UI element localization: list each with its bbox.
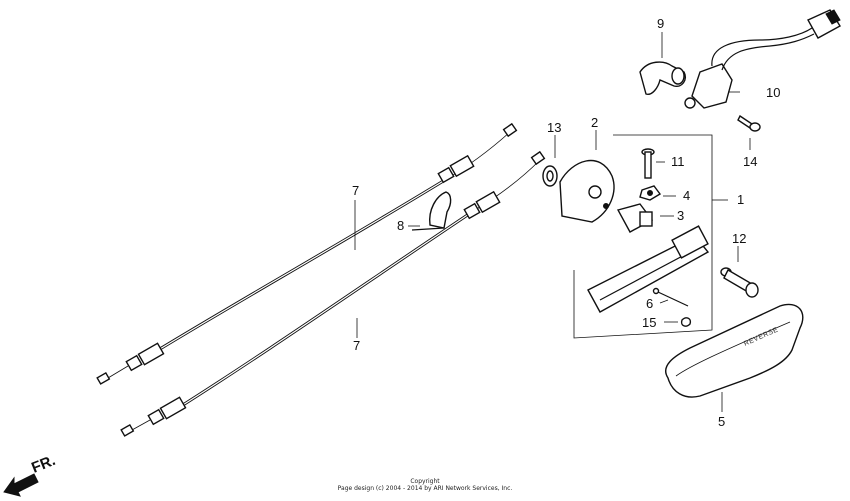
callout-3: 3 (677, 208, 684, 223)
callout-2: 2 (591, 115, 598, 130)
callout-11: 11 (671, 154, 685, 169)
pin[interactable] (652, 287, 689, 307)
callout-13: 13 (547, 120, 561, 135)
callout-7-lower: 7 (353, 338, 360, 353)
callout-5: 5 (718, 414, 725, 429)
copyright-line-1: Copyright (410, 478, 440, 485)
shoulder-bolt[interactable] (720, 267, 759, 298)
bolt[interactable] (641, 148, 655, 179)
callout-8: 8 (397, 218, 404, 233)
callout-14: 14 (743, 154, 757, 169)
screw[interactable] (737, 114, 761, 132)
clip[interactable] (680, 317, 692, 327)
switch-assembly[interactable] (684, 9, 841, 109)
switch-bracket[interactable] (639, 61, 686, 95)
callout-1: 1 (737, 192, 744, 207)
direction-label: FR. (29, 452, 58, 477)
throttle-cable-upper[interactable] (96, 122, 518, 385)
front-arrow-icon (3, 473, 39, 497)
collar[interactable] (616, 203, 654, 233)
throttle-lever[interactable] (587, 225, 710, 313)
callout-4: 4 (683, 188, 690, 203)
callout-15: 15 (642, 315, 656, 330)
copyright-line-2: Page design (c) 2004 - 2014 by ARI Netwo… (337, 485, 513, 492)
throttle-cable-lower[interactable] (120, 150, 546, 437)
lever-grip[interactable]: REVERSE (665, 303, 804, 398)
lever-assembly-box (573, 134, 728, 339)
callout-12: 12 (732, 231, 746, 246)
callout-6: 6 (646, 296, 653, 311)
callout-9: 9 (657, 16, 664, 31)
cable-clamp[interactable] (411, 191, 452, 231)
callout-10: 10 (766, 85, 780, 100)
leader-lines (354, 32, 751, 412)
lever-housing-plate[interactable] (559, 159, 615, 223)
washer[interactable] (542, 165, 558, 187)
callout-7-upper: 7 (352, 183, 359, 198)
nut[interactable] (639, 185, 662, 201)
